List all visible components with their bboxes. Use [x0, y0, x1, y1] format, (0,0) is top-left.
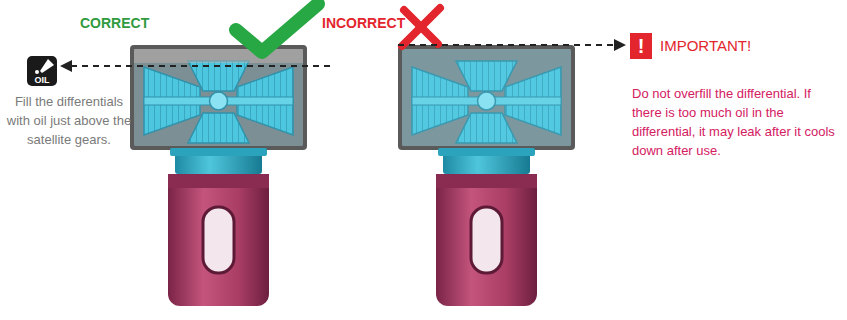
warning-sign: ! — [630, 34, 652, 58]
status-label: INCORRECT — [322, 15, 412, 32]
instruction-note: Fill the differentials with oil just abo… — [2, 92, 136, 149]
arrow-head — [614, 39, 626, 51]
cross-mark — [402, 8, 440, 46]
oil-icon — [27, 56, 57, 86]
oil-level-line — [70, 65, 330, 67]
check-mark — [236, 4, 318, 52]
status-label: CORRECT — [80, 15, 160, 32]
warning-box — [630, 33, 652, 59]
icon-label: OIL — [27, 74, 57, 87]
arrow-head — [60, 60, 72, 72]
warning-heading: IMPORTANT! — [660, 37, 780, 55]
overfill-line — [398, 44, 616, 46]
warning-note: Do not overfill the differential. If the… — [632, 84, 840, 160]
